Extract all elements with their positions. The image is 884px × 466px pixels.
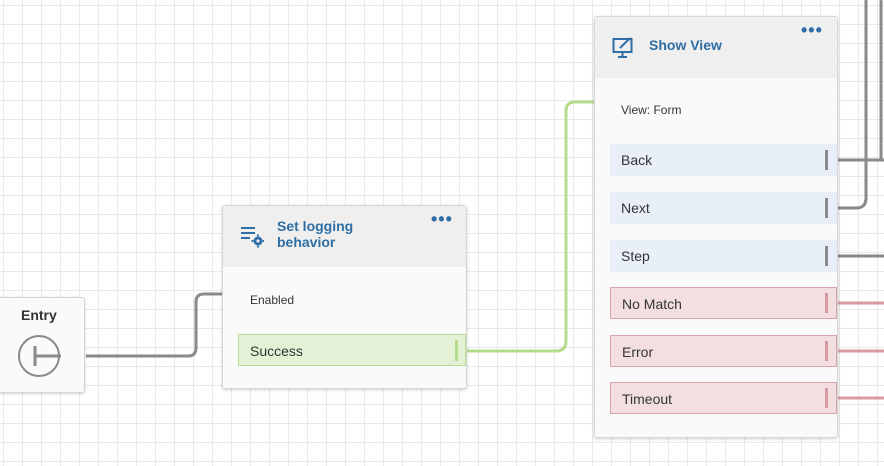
branch-port-no-match[interactable] bbox=[825, 293, 828, 313]
node-info: View: Form bbox=[621, 103, 682, 117]
branch-timeout[interactable]: Timeout bbox=[610, 382, 837, 414]
entry-node[interactable]: Entry bbox=[0, 297, 85, 393]
set-logging-node[interactable]: Set logging behavior ••• Enabled Success bbox=[222, 205, 467, 389]
node-title: Set logging behavior bbox=[277, 218, 354, 250]
node-header bbox=[595, 17, 837, 78]
branch-back[interactable]: Back bbox=[610, 144, 837, 176]
show-view-node[interactable]: Show View ••• View: Form Back Next Step … bbox=[594, 16, 838, 438]
branch-port-back[interactable] bbox=[825, 150, 828, 170]
branch-success[interactable]: Success bbox=[238, 334, 466, 366]
branch-next[interactable]: Next bbox=[610, 192, 837, 224]
wire-next-out bbox=[836, 0, 868, 210]
node-menu-button[interactable]: ••• bbox=[431, 209, 453, 229]
log-settings-icon bbox=[241, 227, 264, 248]
entry-port-icon[interactable] bbox=[17, 334, 63, 380]
node-title: Show View bbox=[649, 37, 722, 53]
monitor-icon bbox=[612, 37, 633, 58]
branch-step[interactable]: Step bbox=[610, 240, 837, 272]
node-header bbox=[223, 206, 466, 267]
entry-title: Entry bbox=[21, 307, 57, 323]
branch-port[interactable] bbox=[455, 340, 458, 361]
branch-port-error[interactable] bbox=[825, 341, 828, 361]
node-menu-button[interactable]: ••• bbox=[801, 20, 823, 40]
branch-port-timeout[interactable] bbox=[825, 388, 828, 408]
node-info: Enabled bbox=[250, 293, 295, 307]
wire-entry-to-logging bbox=[86, 292, 234, 358]
wire-success-to-showview bbox=[463, 100, 606, 353]
branch-port-next[interactable] bbox=[825, 198, 828, 218]
branch-error[interactable]: Error bbox=[610, 335, 837, 367]
branch-no-match[interactable]: No Match bbox=[610, 287, 837, 319]
branch-port-step[interactable] bbox=[825, 246, 828, 266]
